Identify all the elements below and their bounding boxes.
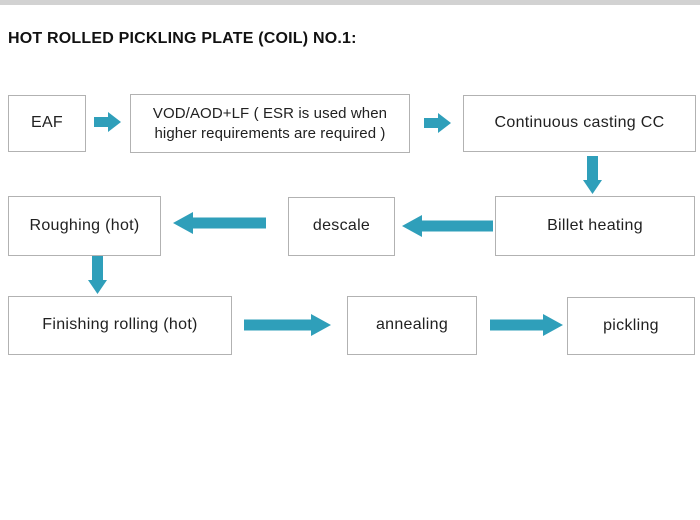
arrow-right-eaf-to-vod-icon (94, 112, 121, 132)
arrow-right-finishing-rolling-to-annealing-icon (244, 314, 331, 336)
node-continuous-casting-label: Continuous casting CC (494, 114, 665, 132)
node-roughing-hot: Roughing (hot) (8, 196, 161, 256)
node-pickling-label: pickling (603, 316, 659, 334)
node-roughing-hot-label: Roughing (hot) (29, 216, 140, 234)
arrow-left-billet-heating-to-descale-icon (402, 215, 493, 237)
arrow-right-annealing-to-pickling-icon (490, 314, 563, 336)
arrow-left-descale-to-roughing-icon (173, 212, 266, 234)
node-pickling: pickling (567, 297, 695, 355)
node-descale-label: descale (312, 217, 371, 235)
node-vod-aod-lf-label: VOD/AOD+LF ( ESR is used when higher req… (152, 105, 388, 142)
node-finishing-rolling-hot: Finishing rolling (hot) (8, 296, 232, 355)
arrow-right-vod-to-cc-icon (424, 113, 451, 133)
node-eaf-label: EAF (30, 114, 64, 132)
node-continuous-casting: Continuous casting CC (463, 95, 696, 152)
node-finishing-rolling-hot-label: Finishing rolling (hot) (42, 316, 198, 334)
page-title: HOT ROLLED PICKLING PLATE (COIL) NO.1: (8, 30, 357, 47)
node-annealing-label: annealing (375, 316, 449, 334)
arrow-down-roughing-to-finishing-rolling-icon (88, 256, 107, 294)
node-annealing: annealing (347, 296, 477, 355)
node-billet-heating-label: Billet heating (547, 216, 643, 234)
node-eaf: EAF (8, 95, 86, 152)
top-border (0, 0, 700, 5)
node-descale: descale (288, 197, 395, 256)
node-vod-aod-lf: VOD/AOD+LF ( ESR is used when higher req… (130, 94, 410, 153)
node-billet-heating: Billet heating (495, 196, 695, 256)
arrow-down-cc-to-billet-heating-icon (583, 156, 602, 194)
